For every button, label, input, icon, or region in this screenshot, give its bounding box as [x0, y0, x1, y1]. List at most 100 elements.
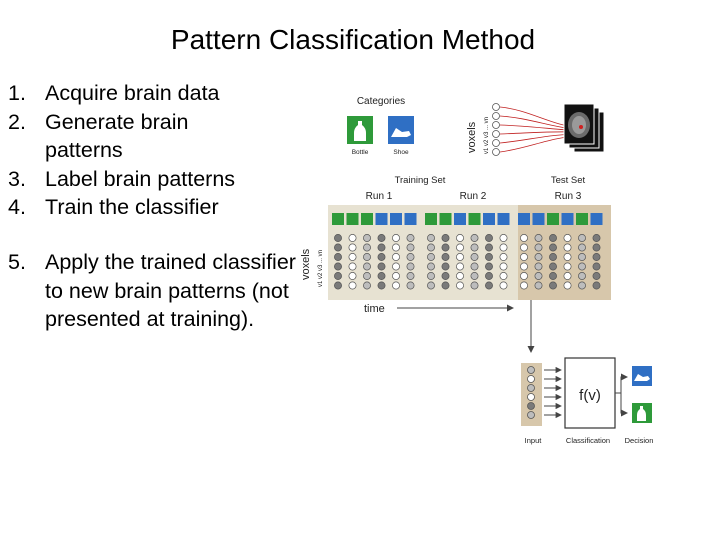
voxel-activation-node [348, 243, 357, 252]
training-set-label: Training Set [395, 175, 446, 186]
voxel-activation-node [377, 272, 386, 280]
voxel-activation-node [563, 262, 572, 271]
classifier-function-label: f(v) [579, 387, 601, 404]
voxel-activation-node [549, 234, 557, 242]
voxel-activation-node [377, 234, 386, 242]
voxel-activation-node [485, 243, 493, 252]
voxel-activation-node [427, 253, 435, 261]
voxel-activation-node [377, 253, 386, 261]
steps-list: 1.Acquire brain data 2.Generate brain pa… [8, 79, 308, 334]
input-label: Input [525, 436, 543, 445]
voxel-activation-node [578, 253, 586, 261]
shoe-stimulus-icon [518, 213, 530, 225]
voxel-activation-node [578, 243, 586, 252]
voxel-activation-node [499, 262, 508, 271]
shoe-stimulus-icon [404, 213, 417, 225]
voxel-activation-node [406, 234, 415, 242]
classifier-box [564, 357, 616, 429]
test-set-label: Test Set [551, 175, 586, 186]
voxel-activation-node [392, 281, 400, 290]
voxel-activation-node [348, 272, 357, 280]
voxel-activation-node [534, 243, 543, 252]
bottle-stimulus-icon [576, 213, 588, 225]
voxel-activation-node [485, 262, 493, 271]
bottle-stimulus-icon [361, 213, 373, 225]
step-item: 5. Apply the trained classifier to new br… [8, 248, 300, 334]
step-text: Label brain patterns [45, 166, 236, 191]
voxel-activation-node [363, 272, 371, 280]
voxel-activation-node [592, 262, 601, 271]
voxel-activation-node [456, 262, 464, 271]
bottle-stimulus-icon [332, 213, 344, 225]
voxel-activation-node [563, 281, 572, 290]
shoe-stimulus-icon [497, 213, 510, 225]
voxel-activation-node [406, 262, 415, 271]
output-arrow-bottle [620, 393, 628, 417]
voxel-activation-node [578, 272, 586, 280]
voxel-activation-node [470, 243, 479, 252]
voxel-activation-node [427, 281, 435, 290]
voxel-activation-node [427, 262, 435, 271]
run-1-label: Run 1 [366, 191, 393, 202]
voxel-activation-node [499, 281, 508, 290]
step-text: Generate brain patterns [45, 109, 189, 163]
voxel-activation-node [348, 262, 357, 271]
voxel-activation-node [406, 272, 415, 280]
bottle-stimulus-icon [425, 213, 437, 225]
bottle-stimulus-icon [346, 213, 359, 225]
decision-label: Decision [625, 436, 654, 445]
voxel-activation-node [470, 262, 479, 271]
voxel-activation-node [549, 281, 557, 290]
voxel-activation-node [441, 272, 450, 280]
voxel-activation-node [456, 234, 464, 242]
voxel-activation-node [592, 234, 601, 242]
voxel-activation-node [470, 281, 479, 290]
voxel-activation-node [334, 243, 342, 252]
shoe-stimulus-icon [454, 213, 466, 225]
voxel-activation-node [392, 262, 400, 271]
shoe-decision-icon [632, 366, 652, 386]
voxel-activation-node [441, 243, 450, 252]
step-number: 3. [8, 166, 26, 191]
voxel-activation-node [592, 243, 601, 252]
run-2-label: Run 2 [460, 191, 487, 202]
voxel-activation-node [470, 253, 479, 261]
voxel-activation-node [334, 234, 342, 242]
voxel-activation-node [485, 281, 493, 290]
voxel-activation-node [427, 243, 435, 252]
voxel-activation-node [441, 281, 450, 290]
step-item: 1.Acquire brain data [8, 79, 308, 108]
voxel-activation-node [441, 234, 450, 242]
bottle-category-icon [347, 116, 373, 144]
voxel-activation-node [499, 272, 508, 280]
categories-label: Categories [357, 96, 405, 107]
bottle-stimulus-icon [439, 213, 452, 225]
time-axis-label: time [364, 303, 385, 315]
step-item: 3. Label brain patterns [8, 165, 308, 194]
voxel-activation-node [334, 272, 342, 280]
voxel-activation-node [563, 272, 572, 280]
step-text: Acquire brain data [45, 81, 220, 105]
voxel-activation-node [348, 281, 357, 290]
step-item: 2.Generate brain patterns [8, 108, 255, 165]
voxel-activation-node [363, 253, 371, 261]
voxel-activation-node [520, 253, 528, 261]
voxel-activation-node [520, 272, 528, 280]
voxel-index-left: v1 v2 v3 ... vn [318, 250, 324, 287]
step-text: Train the classifier [45, 195, 219, 220]
voxel-activation-node [406, 243, 415, 252]
step-number: 5. [8, 249, 26, 274]
voxel-activation-node [534, 262, 543, 271]
voxel-activation-node [534, 253, 543, 261]
voxel-activation-node [520, 262, 528, 271]
voxel-activation-node [534, 272, 543, 280]
classification-label: Classification [566, 436, 610, 445]
input-to-classifier-arrows [544, 366, 562, 419]
step-text: Apply the trained classifier to new brai… [45, 249, 296, 332]
voxel-activation-node [441, 262, 450, 271]
voxel-activation-node [549, 272, 557, 280]
run-grids [332, 213, 603, 290]
voxel-activation-node [363, 234, 371, 242]
voxel-activation-node [499, 234, 508, 242]
